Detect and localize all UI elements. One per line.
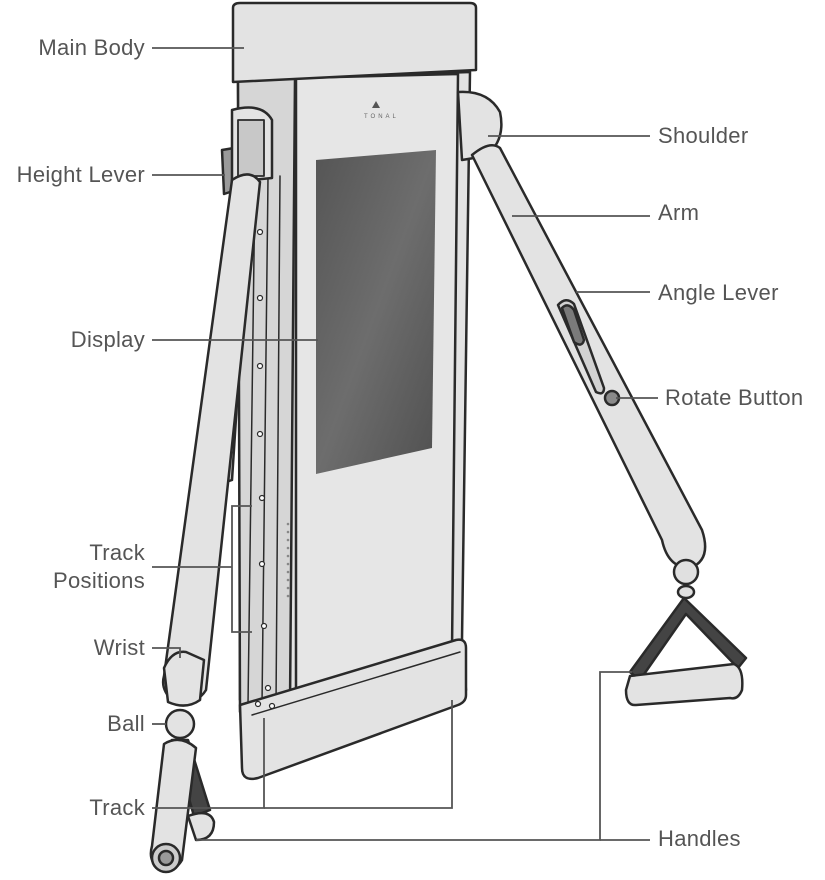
track-position-dots xyxy=(254,228,276,710)
label-rotate-button: Rotate Button xyxy=(665,385,804,410)
right-handle xyxy=(624,662,744,707)
left-wrist xyxy=(162,650,206,707)
label-handles: Handles xyxy=(658,826,741,851)
base-foot xyxy=(238,638,468,781)
label-track-positions: Track Positions xyxy=(53,539,145,595)
left-ball xyxy=(164,708,196,740)
label-wrist: Wrist xyxy=(93,635,145,660)
brand-text: TONAL xyxy=(364,114,399,120)
label-arm: Arm xyxy=(658,200,700,225)
label-track: Track xyxy=(89,795,145,820)
display-screen xyxy=(316,150,436,474)
label-shoulder: Shoulder xyxy=(658,123,749,148)
side-perforation xyxy=(286,522,290,598)
label-track-positions-line2: Positions xyxy=(53,568,145,593)
angle-lever xyxy=(560,304,586,346)
label-track-positions-line1: Track xyxy=(89,540,145,565)
brand-logo-icon xyxy=(372,101,380,108)
main-body-cap xyxy=(231,1,478,84)
label-angle-lever: Angle Lever xyxy=(658,280,779,305)
label-display: Display xyxy=(70,327,145,352)
label-main-body: Main Body xyxy=(38,35,145,60)
label-height-lever: Height Lever xyxy=(16,162,145,187)
leader-lines xyxy=(152,47,658,841)
label-ball: Ball xyxy=(107,711,145,736)
